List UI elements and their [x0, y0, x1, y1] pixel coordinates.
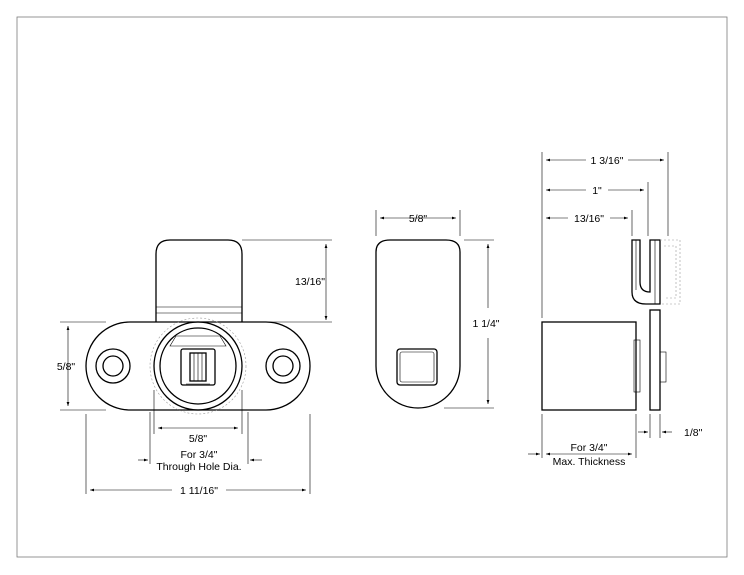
- lock-cylinder: [149, 317, 247, 415]
- latch-profile: [375, 239, 461, 409]
- latch-cam: [155, 239, 243, 322]
- side-dim-overall-label: 1 3/16": [591, 155, 624, 167]
- thickness-note-line1: For 3/4": [571, 442, 608, 454]
- dim-width-label: 1 11/16": [180, 485, 218, 497]
- side-body: [541, 321, 637, 411]
- side-plate: [649, 309, 661, 411]
- left-screw-hole: [95, 348, 131, 384]
- side-dim-body-label: 13/16": [574, 213, 604, 225]
- side-dim-plate-label: 1/8": [684, 427, 703, 439]
- middle-dim-width-label: 5/8": [409, 213, 428, 225]
- dim-height-label: 13/16": [295, 276, 325, 288]
- hole-note-line1: For 3/4": [181, 449, 218, 461]
- right-screw-hole: [265, 348, 301, 384]
- dim-body-height-label: 5/8": [57, 361, 76, 373]
- dim-hole-label: 5/8": [189, 433, 208, 445]
- middle-view: 5/8" 1 1/4": [375, 210, 500, 409]
- middle-dim-height-label: 1 1/4": [472, 318, 499, 330]
- drawing-border: [16, 16, 728, 558]
- key-slot: [180, 348, 216, 386]
- latch-slot: [396, 348, 438, 386]
- hole-note-line2: Through Hole Dia.: [156, 461, 241, 473]
- side-dim-mid-label: 1": [592, 185, 602, 197]
- front-view: 13/16" 5/8" 5/8" For 3/4" Through Hole D…: [57, 239, 332, 497]
- side-view: 1 3/16" 1" 13/16" For 3/4" Max. Thicknes…: [528, 152, 703, 468]
- thickness-note-line2: Max. Thickness: [553, 456, 626, 468]
